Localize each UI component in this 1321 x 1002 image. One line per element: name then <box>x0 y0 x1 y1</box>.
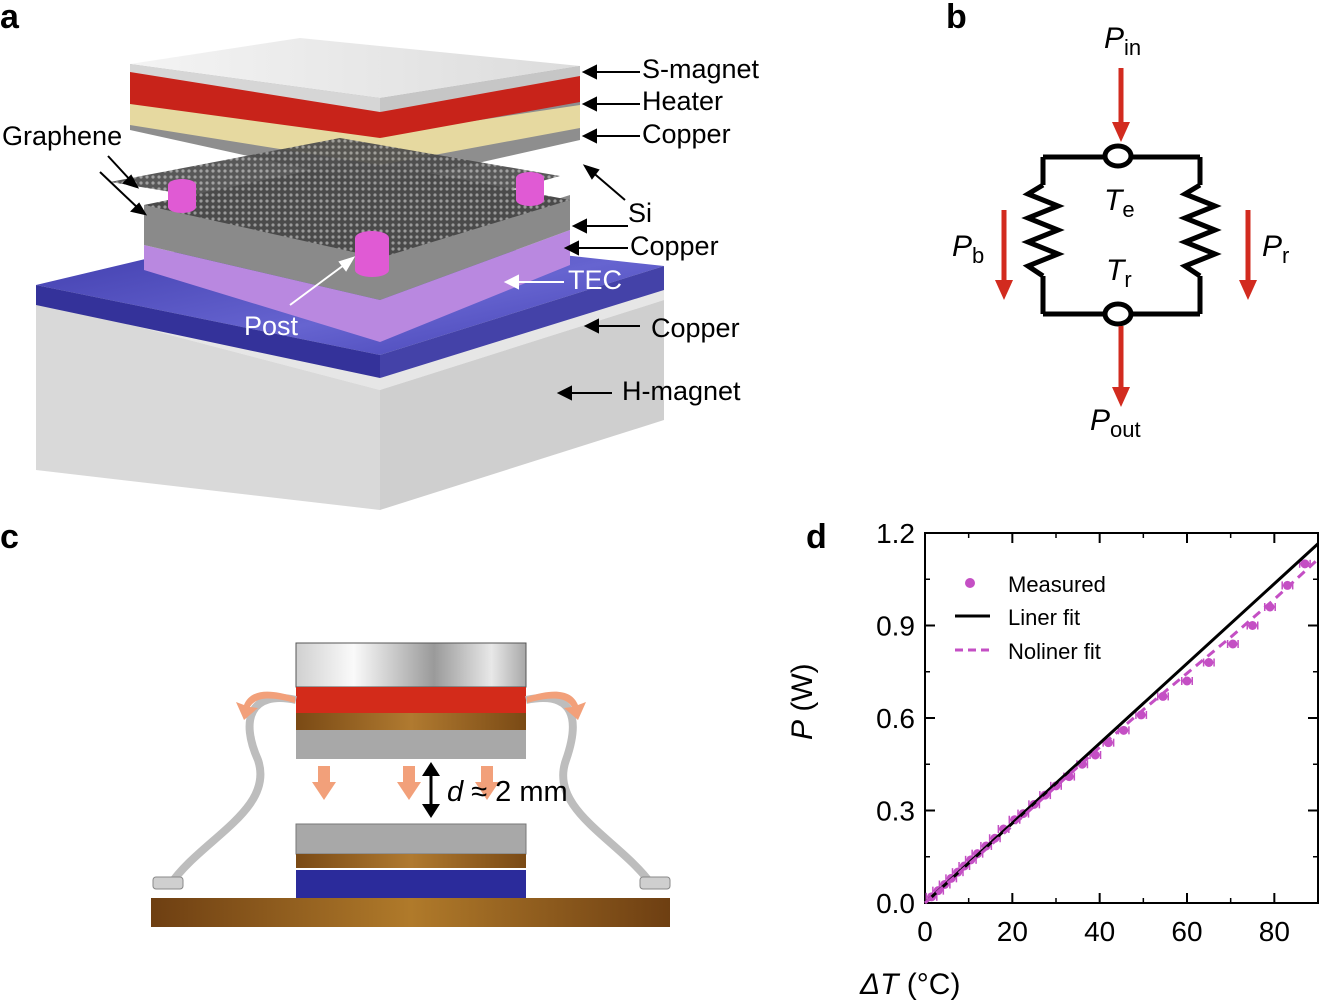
x-tick-label: 60 <box>1171 916 1202 947</box>
upper-heater <box>296 687 526 713</box>
panel-a-letter: a <box>0 0 19 36</box>
label-copper-1: Copper <box>642 119 731 149</box>
series-linear-fit <box>923 542 1320 905</box>
resistor-right <box>1178 182 1222 279</box>
lower-si <box>295 823 527 855</box>
heater-layer <box>130 70 580 138</box>
x-tick-label: 0 <box>917 916 933 947</box>
label-graphene: Graphene <box>2 121 123 151</box>
panel-a-device-illustration <box>36 38 664 510</box>
label-si: Si <box>628 198 653 228</box>
label-t-e: Te <box>1104 184 1135 222</box>
label-p-out: Pout <box>1090 404 1141 442</box>
legend-label: Liner fit <box>1008 605 1080 630</box>
data-point <box>1182 676 1192 686</box>
legend-label: Measured <box>1008 572 1106 597</box>
series-nonlinear-fit <box>924 558 1320 905</box>
base-plate <box>151 898 670 927</box>
flow-arrow-2 <box>397 766 421 800</box>
data-point <box>1300 559 1310 569</box>
lower-copper <box>296 854 526 868</box>
panel-c-letter: c <box>0 518 19 556</box>
data-point <box>1228 639 1238 649</box>
panel-d-letter: d <box>806 518 827 556</box>
y-tick-label: 1.2 <box>876 518 915 549</box>
label-h-magnet: H-magnet <box>622 376 741 406</box>
tec-layer <box>144 230 570 342</box>
chart-ylabel: P (W) <box>786 663 819 740</box>
graphene-upper <box>110 138 560 226</box>
panel-b-letter: b <box>946 0 967 36</box>
panel-c-setup-illustration <box>151 642 671 927</box>
node-te <box>1102 143 1134 169</box>
label-s-magnet: S-magnet <box>642 54 760 84</box>
wire-left <box>166 694 297 888</box>
flow-arrow-3 <box>475 766 499 800</box>
label-heater: Heater <box>642 86 724 116</box>
y-tick-label: 0.0 <box>876 888 915 919</box>
label-p-b: Pb <box>952 230 985 268</box>
label-copper-3: Copper <box>651 313 740 343</box>
x-tick-label: 80 <box>1259 916 1290 947</box>
flow-arrow-curved-right <box>527 691 586 720</box>
s-magnet-top <box>130 38 580 98</box>
label-copper-2: Copper <box>630 231 719 261</box>
label-t-r: Tr <box>1106 254 1132 292</box>
data-point <box>1248 621 1257 630</box>
data-point <box>1204 658 1214 667</box>
x-tick-label: 40 <box>1084 916 1115 947</box>
post-cylinders <box>168 172 544 277</box>
flow-arrow-1 <box>312 766 336 800</box>
y-tick-label: 0.9 <box>876 611 915 642</box>
x-tick-label: 20 <box>997 916 1028 947</box>
panel-b-thermal-circuit <box>995 68 1257 407</box>
gap-label: d ≈ 2 mm <box>447 776 568 808</box>
legend-label: Noliner fit <box>1008 639 1101 664</box>
wire-right <box>525 694 656 888</box>
label-p-r: Pr <box>1262 230 1290 268</box>
chart-xlabel: ΔT (°C) <box>860 968 961 1001</box>
node-tr <box>1102 301 1134 327</box>
data-point <box>1158 691 1168 701</box>
label-tec: TEC <box>568 265 622 295</box>
label-post: Post <box>244 311 299 341</box>
upper-copper <box>296 713 526 730</box>
y-tick-label: 0.3 <box>876 796 915 827</box>
label-p-in: Pin <box>1104 22 1142 60</box>
lower-blue <box>296 870 526 898</box>
y-tick-label: 0.6 <box>876 703 915 734</box>
upper-si <box>296 730 526 759</box>
legend-marker-measured <box>965 578 975 588</box>
flow-arrow-curved-left <box>236 691 295 720</box>
resistor-left <box>1021 182 1065 279</box>
